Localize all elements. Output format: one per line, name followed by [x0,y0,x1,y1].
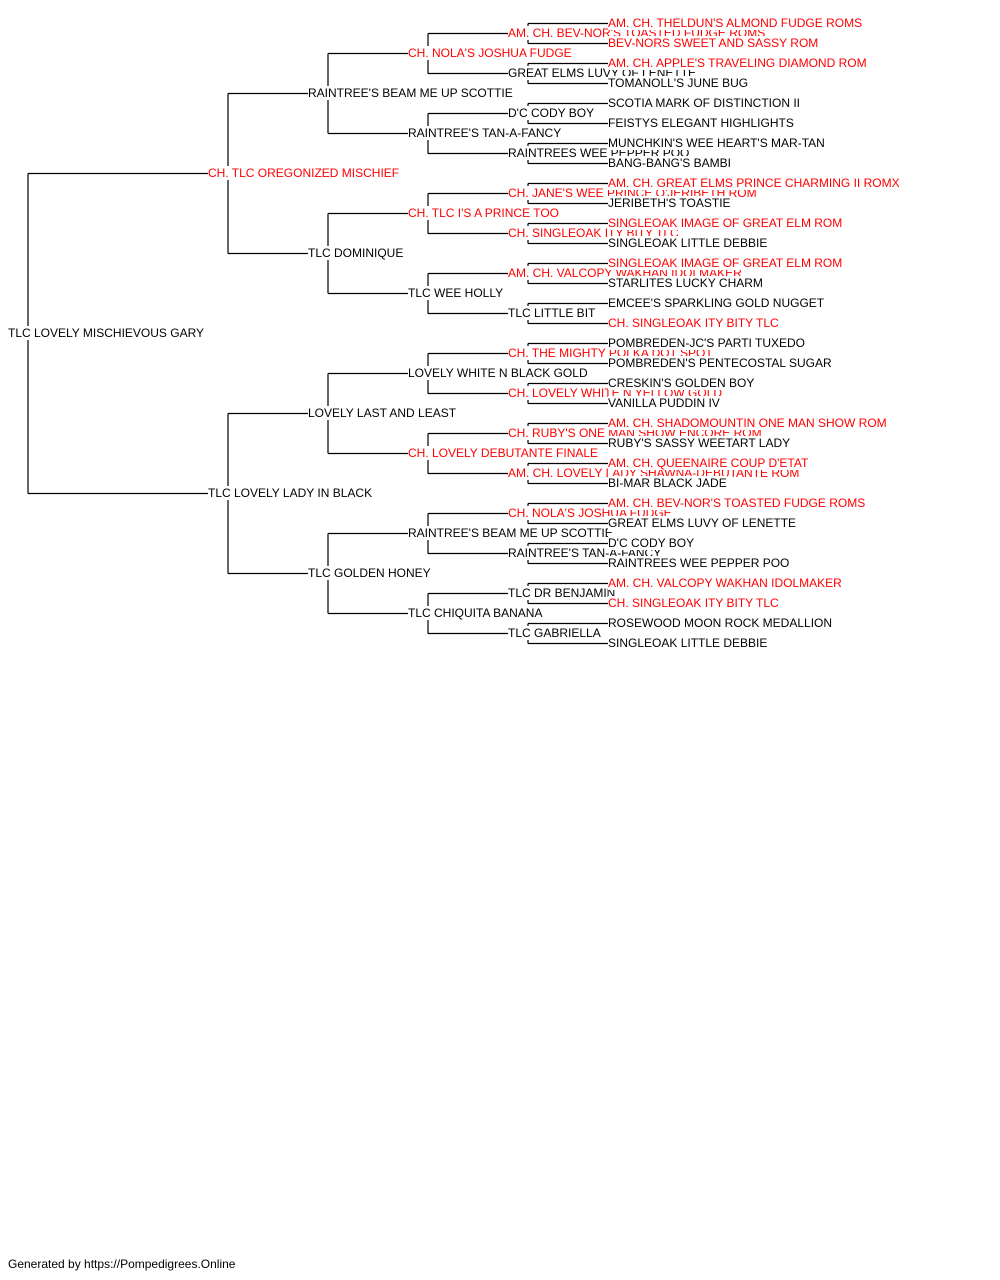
ancestor-name: AM. CH. QUEENAIRE COUP D'ETAT [608,455,809,470]
ancestor-name: CH. NOLA'S JOSHUA FUDGE [408,45,572,60]
ancestor-name: RAINTREE'S BEAM ME UP SCOTTIE [408,525,613,540]
ancestor-name: BANG-BANG'S BAMBI [608,155,731,170]
ancestor-name: CH. TLC I'S A PRINCE TOO [408,205,560,220]
ancestor-name: TLC LITTLE BIT [508,305,596,320]
ancestor-name: POMBREDEN-JC'S PARTI TUXEDO [608,335,805,350]
ancestor-name: SINGLEOAK IMAGE OF GREAT ELM ROM [608,255,843,270]
ancestor-name: MUNCHKIN'S WEE HEART'S MAR-TAN [608,135,825,150]
ancestor-name: D'C CODY BOY [608,535,695,550]
ancestor-name: AM. CH. SHADOMOUNTIN ONE MAN SHOW ROM [608,415,887,430]
ancestor-name: CH. SINGLEOAK ITY BITY TLC [608,315,779,330]
ancestor-name: RAINTREES WEE PEPPER POO [608,555,790,570]
ancestor-name: TLC GOLDEN HONEY [308,565,431,580]
ancestor-name: SINGLEOAK IMAGE OF GREAT ELM ROM [608,215,843,230]
ancestor-name: FEISTYS ELEGANT HIGHLIGHTS [608,115,794,130]
ancestor-name: BI-MAR BLACK JADE [608,475,727,490]
ancestor-name: CH. SINGLEOAK ITY BITY TLC [608,595,779,610]
ancestor-name: GREAT ELMS LUVY OF LENETTE [608,515,797,530]
ancestor-name: CH. LOVELY DEBUTANTE FINALE [408,445,599,460]
ancestor-name: SINGLEOAK LITTLE DEBBIE [608,235,768,250]
ancestor-name: AM. CH. VALCOPY WAKHAN IDOLMAKER [608,575,842,590]
ancestor-name: STARLITES LUCKY CHARM [608,275,763,290]
ancestor-name: CRESKIN'S GOLDEN BOY [608,375,755,390]
ancestor-name: RAINTREE'S TAN-A-FANCY [408,125,562,140]
ancestor-name: D'C CODY BOY [508,105,595,120]
ancestor-name: AM. CH. GREAT ELMS PRINCE CHARMING II RO… [608,175,900,190]
ancestor-name: EMCEE'S SPARKLING GOLD NUGGET [608,295,825,310]
ancestor-name: JERIBETH'S TOASTIE [608,195,731,210]
subject-dog-name: TLC LOVELY MISCHIEVOUS GARY [8,325,205,340]
ancestor-name: AM. CH. THELDUN'S ALMOND FUDGE ROMS [608,15,863,30]
ancestor-name: SCOTIA MARK OF DISTINCTION II [608,95,801,110]
ancestor-name: CH. TLC OREGONIZED MISCHIEF [208,165,400,180]
ancestor-name: AM. CH. BEV-NOR'S TOASTED FUDGE ROMS [608,495,866,510]
ancestor-name: TLC DR BENJAMIN [508,585,616,600]
ancestor-name: BEV-NORS SWEET AND SASSY ROM [608,35,819,50]
ancestor-name: TLC WEE HOLLY [408,285,504,300]
ancestor-name: TOMANOLL'S JUNE BUG [608,75,749,90]
ancestor-name: TLC DOMINIQUE [308,245,404,260]
ancestor-name: LOVELY LAST AND LEAST [308,405,457,420]
ancestor-name: VANILLA PUDDIN IV [608,395,720,410]
ancestor-name: SINGLEOAK LITTLE DEBBIE [608,635,768,650]
generated-by-footer: Generated by https://Pompedigrees.Online [8,1257,236,1271]
ancestor-name: LOVELY WHITE N BLACK GOLD [408,365,588,380]
ancestor-name: RUBY'S SASSY WEETART LADY [608,435,791,450]
ancestor-name: ROSEWOOD MOON ROCK MEDALLION [608,615,833,630]
ancestor-name: POMBREDEN'S PENTECOSTAL SUGAR [608,355,832,370]
ancestor-name: TLC CHIQUITA BANANA [408,605,543,620]
ancestor-name: AM. CH. APPLE'S TRAVELING DIAMOND ROM [608,55,867,70]
ancestor-name: TLC LOVELY LADY IN BLACK [208,485,373,500]
ancestor-name: TLC GABRIELLA [508,625,601,640]
ancestor-name: RAINTREE'S BEAM ME UP SCOTTIE [308,85,513,100]
